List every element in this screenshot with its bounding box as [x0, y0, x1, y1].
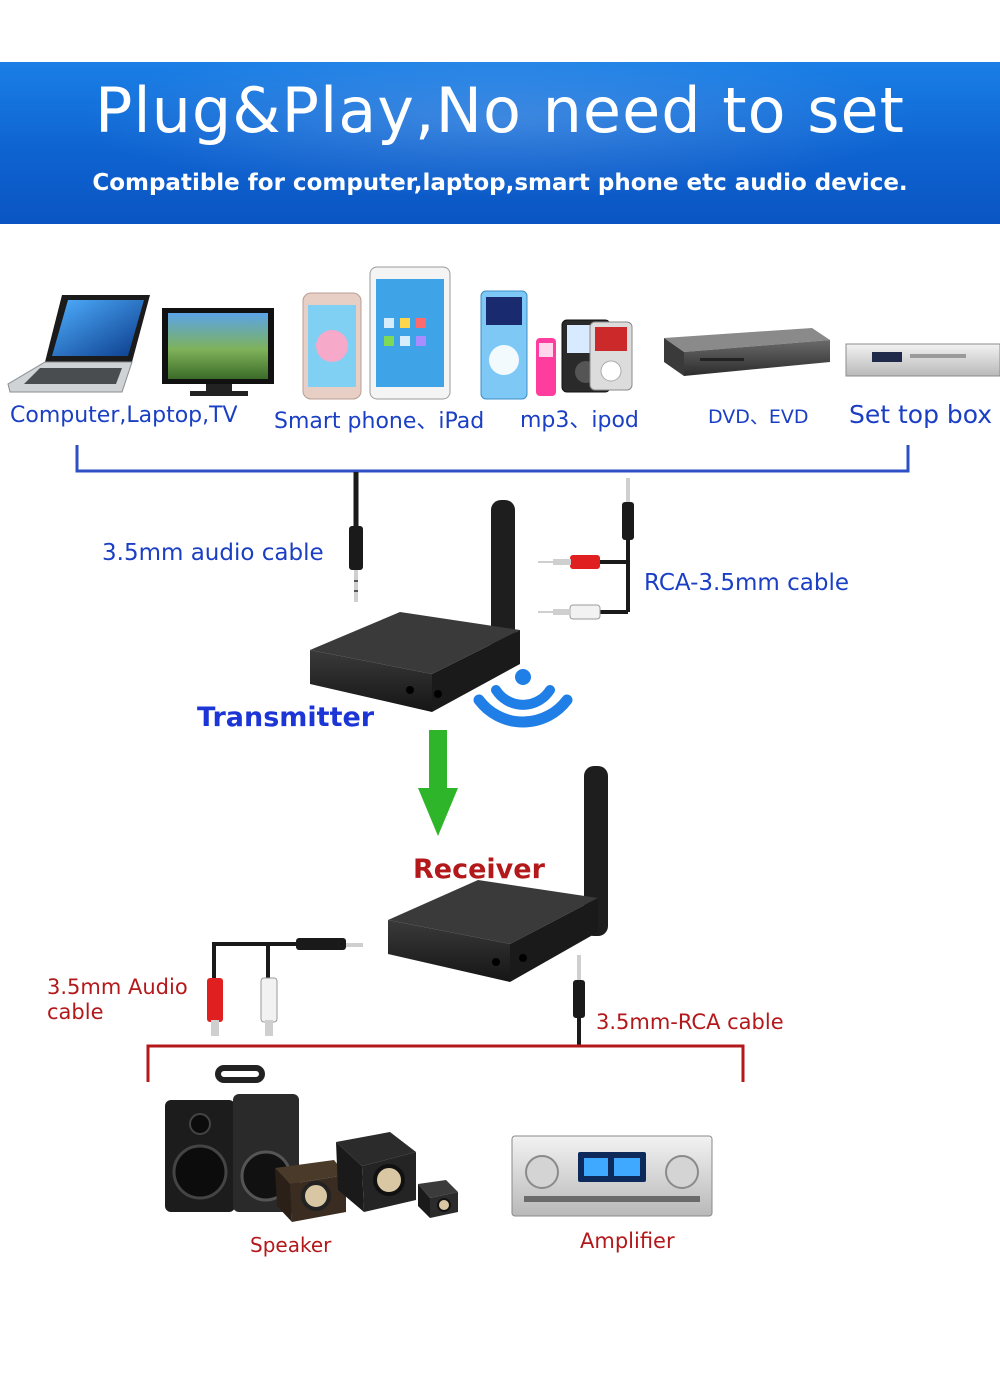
label-35mm-rca-cable: 3.5mm-RCA cable	[596, 1010, 784, 1034]
label-35mm-audio-cable-line1: 3.5mm Audio	[47, 975, 188, 999]
source-label-mp3: mp3、ipod	[520, 408, 639, 433]
banner-subtitle: Compatible for computer,laptop,smart pho…	[92, 170, 908, 196]
output-label-speaker: Speaker	[250, 1233, 332, 1257]
receiver-label: Receiver	[413, 854, 545, 885]
source-bracket	[75, 445, 910, 473]
source-label-smartphone: Smart phone、iPad	[274, 409, 485, 434]
output-cable-35mm-icon	[573, 955, 585, 1046]
ipod-icon	[561, 319, 633, 393]
header-banner	[0, 62, 1000, 224]
source-label-settopbox: Set top box	[849, 400, 993, 429]
down-arrow-icon	[418, 730, 458, 836]
smartphone-icon	[302, 292, 362, 400]
dvd-player-icon	[664, 328, 830, 376]
laptop-icon	[7, 295, 150, 393]
tv-icon	[162, 308, 274, 396]
transmitter-label: Transmitter	[197, 702, 375, 733]
wireless-signal-icon	[473, 669, 573, 728]
banner-shine	[0, 62, 1000, 224]
label-rca-35mm-cable: RCA-3.5mm cable	[644, 570, 850, 596]
label-35mm-audio-cable: 3.5mm audio cable	[102, 540, 324, 566]
tablet-icon	[369, 266, 451, 400]
amplifier-icon	[511, 1135, 713, 1217]
mp3-player-icon	[480, 290, 556, 400]
set-top-box-icon	[845, 343, 1000, 377]
output-label-amplifier: Amplifier	[580, 1229, 675, 1253]
banner-title: Plug&Play,No need to set	[95, 74, 905, 147]
source-label-dvd: DVD、EVD	[708, 406, 809, 428]
rca-cable-icon	[538, 478, 634, 620]
speaker-icon	[165, 1065, 458, 1222]
receiver-device	[388, 766, 608, 982]
transmitter-device	[310, 500, 520, 712]
output-bracket	[146, 1044, 745, 1082]
source-label-computer: Computer,Laptop,TV	[10, 403, 238, 428]
rca-output-cable-icon	[207, 938, 363, 1036]
audio-cable-35mm-icon	[349, 472, 363, 602]
label-35mm-audio-cable-line2: cable	[47, 1000, 104, 1024]
